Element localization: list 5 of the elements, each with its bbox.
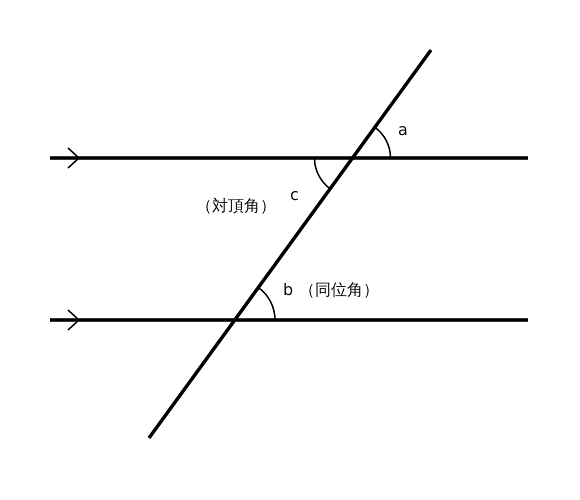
angle-note: （対頂角） (196, 196, 276, 216)
angle-note: （同位角） (299, 280, 379, 300)
angle-label: a (398, 120, 408, 140)
angle-label: b (283, 280, 294, 300)
angle-label: c (290, 185, 299, 205)
